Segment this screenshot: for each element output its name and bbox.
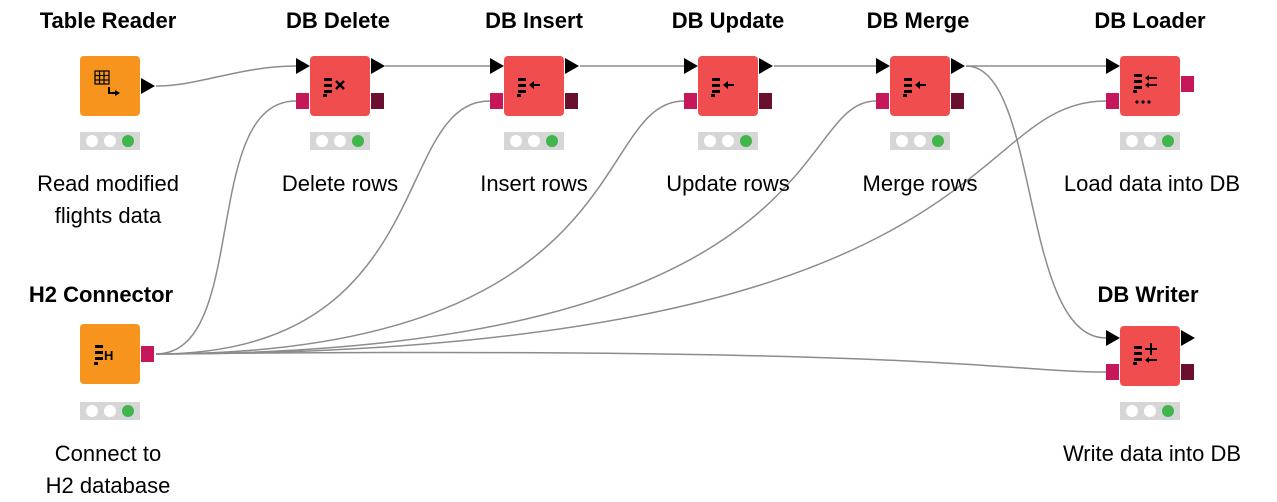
node-title: DB Delete: [286, 8, 390, 33]
node-description[interactable]: Write data into DB: [1063, 438, 1241, 470]
desc-line-1: Insert rows: [480, 171, 588, 196]
data-in-port[interactable]: [1106, 58, 1120, 74]
node-body[interactable]: [890, 56, 950, 116]
db-out-port[interactable]: [1181, 76, 1194, 92]
data-in-port[interactable]: [1106, 330, 1120, 346]
status-lights: [698, 132, 758, 150]
wire-h2-to-db-delete[interactable]: [155, 100, 297, 355]
db-out-port[interactable]: [141, 346, 154, 362]
svg-text:H: H: [104, 348, 113, 363]
status-lights: [80, 132, 140, 150]
db-loader-icon: [1133, 74, 1157, 104]
node-description[interactable]: Merge rows: [863, 168, 978, 200]
data-out-port[interactable]: [1181, 330, 1195, 346]
h2-db-icon: H: [94, 345, 113, 365]
data-out-port[interactable]: [371, 58, 385, 74]
node-description[interactable]: Read modified flights data: [37, 168, 179, 232]
desc-line-1: Read modified: [37, 171, 179, 196]
wire-h2-to-db-update[interactable]: [155, 100, 685, 355]
wire-table-reader-to-db-delete[interactable]: [155, 65, 297, 87]
node-body[interactable]: [1120, 326, 1180, 386]
status-lights: [310, 132, 370, 150]
node-title: DB Merge: [866, 8, 970, 33]
node-body[interactable]: [1120, 56, 1180, 116]
status-lights: [504, 132, 564, 150]
node-description[interactable]: Update rows: [666, 168, 790, 200]
status-lights: [890, 132, 950, 150]
desc-line-1: Write data into DB: [1062, 441, 1242, 466]
desc-line-1: Load data into DB: [1063, 171, 1241, 196]
node-body[interactable]: [80, 56, 140, 116]
db-update-icon: [711, 78, 734, 97]
db-out-port[interactable]: [1181, 364, 1194, 380]
node-title: DB Update: [671, 8, 785, 33]
wire-db-merge-to-db-writer[interactable]: [965, 65, 1107, 339]
desc-line-1: Delete rows: [281, 171, 399, 196]
node-title: DB Loader: [1094, 8, 1206, 33]
db-insert-icon: [517, 78, 540, 97]
status-lights: [1120, 132, 1180, 150]
desc-line-1: Connect to: [54, 441, 162, 466]
data-in-port[interactable]: [296, 58, 310, 74]
data-out-port[interactable]: [759, 58, 773, 74]
db-out-port[interactable]: [371, 93, 384, 109]
data-out-port[interactable]: [565, 58, 579, 74]
desc-line-1: Update rows: [666, 171, 790, 196]
wire-h2-to-db-writer[interactable]: [155, 351, 1107, 373]
wire-h2-to-db-insert[interactable]: [155, 100, 491, 355]
db-in-port[interactable]: [490, 93, 503, 109]
node-title: DB Writer: [1097, 282, 1199, 307]
node-description[interactable]: Insert rows: [480, 168, 588, 200]
db-in-port[interactable]: [1106, 93, 1119, 109]
node-title: DB Insert: [485, 8, 583, 33]
node-body[interactable]: [504, 56, 564, 116]
node-description[interactable]: Connect to H2 database: [46, 438, 171, 502]
data-out-port[interactable]: [141, 78, 155, 94]
db-out-port[interactable]: [565, 93, 578, 109]
data-in-port[interactable]: [876, 58, 890, 74]
node-description[interactable]: Delete rows: [282, 168, 398, 200]
data-out-port[interactable]: [951, 58, 965, 74]
db-in-port[interactable]: [296, 93, 309, 109]
desc-line-2: H2 database: [45, 473, 171, 498]
db-merge-icon: [903, 78, 926, 97]
desc-line-1: Merge rows: [862, 171, 978, 196]
desc-line-2: flights data: [54, 203, 162, 228]
db-in-port[interactable]: [684, 93, 697, 109]
wire-h2-to-db-merge[interactable]: [155, 100, 877, 355]
db-in-port[interactable]: [1106, 364, 1119, 380]
node-body[interactable]: H: [80, 324, 140, 384]
db-out-port[interactable]: [951, 93, 964, 109]
status-lights: [1120, 402, 1180, 420]
node-description[interactable]: Load data into DB: [1064, 168, 1240, 200]
status-lights: [80, 402, 140, 420]
db-out-port[interactable]: [759, 93, 772, 109]
data-in-port[interactable]: [684, 58, 698, 74]
db-in-port[interactable]: [876, 93, 889, 109]
data-in-port[interactable]: [490, 58, 504, 74]
node-body[interactable]: [698, 56, 758, 116]
node-body[interactable]: [310, 56, 370, 116]
db-writer-icon: [1133, 343, 1157, 365]
db-delete-icon: [323, 78, 345, 97]
table-arrow-icon: [94, 70, 120, 96]
node-title: H2 Connector: [28, 282, 174, 307]
wire-h2-to-db-loader[interactable]: [155, 100, 1107, 355]
node-title: Table Reader: [39, 8, 177, 33]
